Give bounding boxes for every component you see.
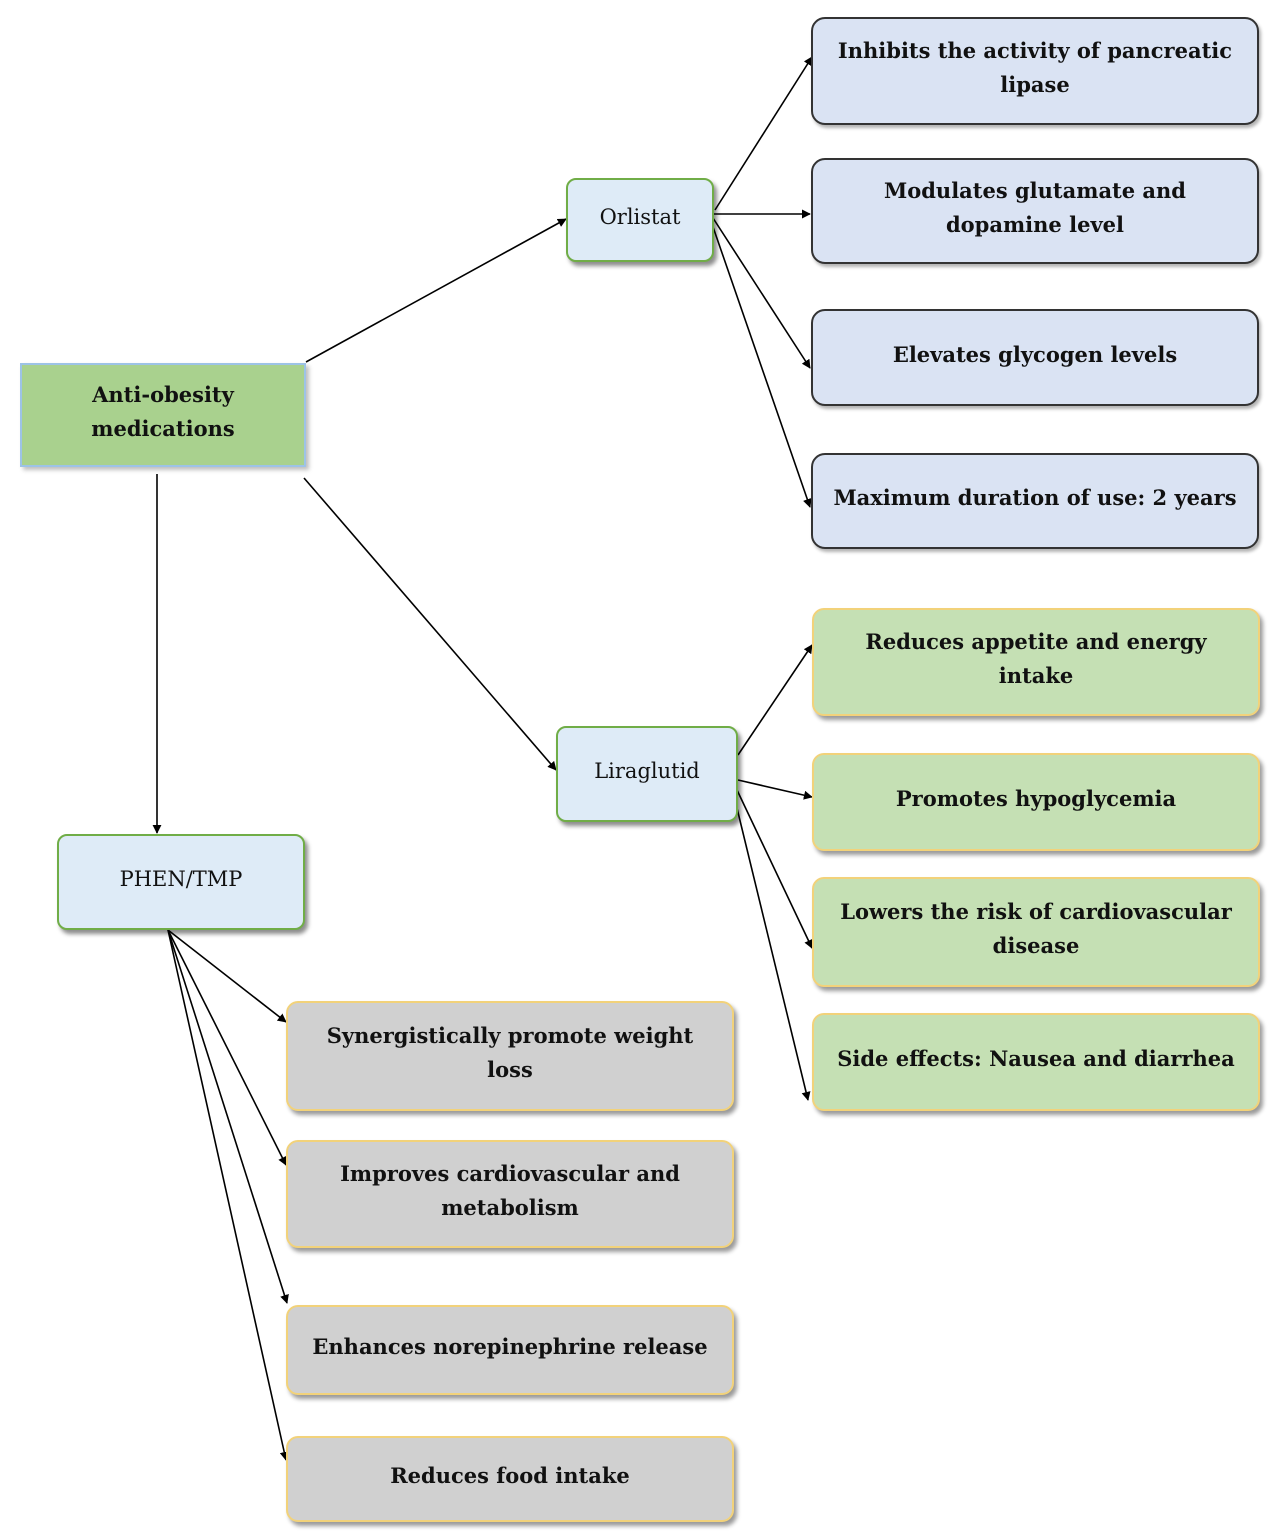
effect-text-line1: Enhances norepinephrine release [312, 1334, 708, 1359]
orlistat-effect-3: Elevates glycogen levels [811, 309, 1259, 406]
drug-node-orlistat: Orlistat [566, 178, 714, 262]
liraglutid-effect-3: Lowers the risk of cardiovascular diseas… [812, 877, 1260, 987]
phen-tmp-effect-2: Improves cardiovascular and metabolism [286, 1140, 734, 1248]
effect-text-line1: Inhibits the activity of pancreatic [837, 38, 1233, 63]
arrow-phen-effect-4 [167, 929, 289, 1461]
effect-text-line2: metabolism [441, 1195, 579, 1220]
effect-text-line1: Modulates glutamate and [884, 178, 1186, 203]
effect-text-line2: disease [992, 933, 1080, 958]
orlistat-effect-1: Inhibits the activity of pancreatic lipa… [811, 17, 1259, 125]
arrow-liraglutid-effect-4 [734, 799, 811, 1101]
drug-node-liraglutid: Liraglutid [556, 726, 738, 822]
effect-text-line1: Reduces appetite and energy [865, 629, 1207, 654]
arrow-orlistat-effect-3 [712, 217, 811, 369]
arrow-phen-effect-1 [167, 929, 287, 1023]
effect-text-line1: Promotes hypoglycemia [895, 786, 1177, 811]
effect-text-line1: Lowers the risk of cardiovascular [840, 899, 1232, 924]
effect-text-line2: dopamine level [945, 212, 1124, 237]
root-label-line1: Anti-obesity [92, 382, 234, 407]
orlistat-effect-4: Maximum duration of use: 2 years [811, 453, 1259, 549]
effect-text-line2: intake [998, 663, 1074, 688]
liraglutid-effect-2: Promotes hypoglycemia [812, 753, 1260, 851]
root-node-anti-obesity-medications: Anti-obesity medications [20, 363, 306, 467]
arrow-liraglutid-effect-3 [736, 789, 813, 949]
phen-tmp-effect-3: Enhances norepinephrine release [286, 1305, 734, 1395]
effect-text-line2: lipase [1000, 72, 1070, 97]
effect-text-line1: Elevates glycogen levels [892, 341, 1178, 367]
drug-label-phen-tmp: PHEN/TMP [119, 867, 243, 891]
effect-text-line1: Side effects: Nausea and diarrhea [837, 1046, 1235, 1071]
arrow-root-to-liraglutid [303, 477, 557, 771]
effect-text-line2: loss [487, 1057, 533, 1082]
root-label-line2: medications [91, 416, 235, 441]
effect-text-line1: Maximum duration of use: 2 years [833, 485, 1237, 510]
drug-label-liraglutid: Liraglutid [594, 759, 700, 783]
liraglutid-effect-4: Side effects: Nausea and diarrhea [812, 1013, 1260, 1111]
arrow-orlistat-effect-1 [714, 56, 813, 211]
arrow-liraglutid-effect-2 [737, 779, 813, 800]
phen-tmp-effect-1: Synergistically promote weight loss [286, 1001, 734, 1111]
orlistat-effect-2: Modulates glutamate and dopamine level [811, 158, 1259, 264]
arrow-phen-effect-2 [167, 929, 287, 1166]
effect-text-line1: Reduces food intake [390, 1463, 630, 1488]
arrow-phen-effect-3 [167, 929, 289, 1304]
arrow-root-to-orlistat [305, 218, 567, 363]
arrow-orlistat-effect-4 [711, 223, 812, 508]
phen-tmp-effect-4: Reduces food intake [286, 1436, 734, 1522]
effect-text-line1: Synergistically promote weight [326, 1023, 694, 1048]
drug-label-orlistat: Orlistat [599, 205, 681, 229]
effect-text-line1: Improves cardiovascular and [340, 1161, 680, 1186]
liraglutid-effect-1: Reduces appetite and energy intake [812, 608, 1260, 716]
drug-node-phen-tmp: PHEN/TMP [57, 834, 305, 930]
arrow-liraglutid-effect-1 [737, 644, 813, 756]
